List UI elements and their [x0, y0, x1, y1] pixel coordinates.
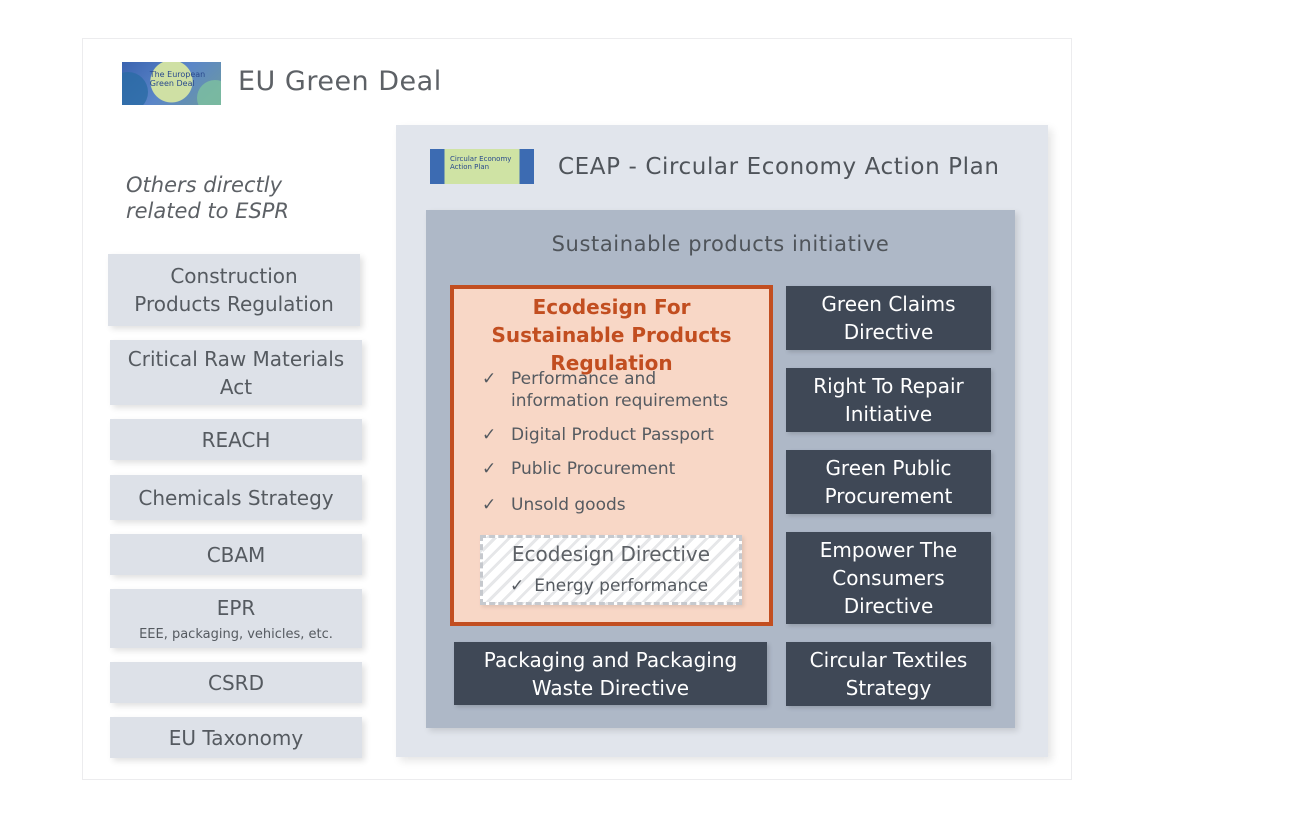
espr-item-label: Digital Product Passport — [511, 425, 714, 445]
others-title: Others directly related to ESPR — [126, 173, 290, 223]
spi-title: Sustainable products initiative — [551, 232, 890, 256]
check-icon: ✓ — [482, 369, 497, 389]
espr-title: Ecodesign For Sustainable Products Regul… — [491, 295, 732, 375]
check-icon: ✓ — [482, 459, 497, 479]
others-item-sublabel: EEE, packaging, vehicles, etc. — [139, 626, 333, 642]
others-item-label: EU Taxonomy — [168, 725, 304, 750]
espr-item-label: Unsold goods — [511, 495, 626, 515]
directive-circular-textiles: Circular Textiles Strategy — [786, 642, 991, 706]
espr-item-label: Performance and information requirements — [511, 369, 729, 411]
directive-label: Circular Textiles Strategy — [809, 648, 968, 700]
ecodesign-directive-item-label: Energy performance — [534, 576, 709, 596]
directive-empower-consumers: Empower The Consumers Directive — [786, 532, 991, 624]
directive-label: Packaging and Packaging Waste Directive — [483, 647, 738, 700]
green-deal-title: EU Green Deal — [238, 66, 442, 97]
others-item-label: Critical Raw Materials Act — [127, 346, 345, 399]
directive-label: Empower The Consumers Directive — [819, 538, 958, 618]
directive-green-public-procurement: Green Public Procurement — [786, 450, 991, 514]
ceap-title: CEAP - Circular Economy Action Plan — [558, 154, 1000, 180]
others-item-label: REACH — [201, 427, 271, 452]
others-item-chemicals-strategy: Chemicals Strategy — [110, 475, 362, 520]
espr-item-label: Public Procurement — [511, 459, 676, 479]
check-icon: ✓ — [482, 495, 497, 515]
others-item-label: Chemicals Strategy — [138, 485, 334, 510]
directive-label: Right To Repair Initiative — [813, 374, 964, 426]
directive-packaging-waste: Packaging and Packaging Waste Directive — [454, 642, 767, 705]
directive-label: Green Claims Directive — [821, 292, 956, 344]
green-deal-logo: The European Green Deal — [122, 62, 221, 105]
green-deal-logo-text: The European Green Deal — [149, 69, 206, 88]
others-item-label: CSRD — [208, 670, 264, 695]
others-item-label: Construction Products Regulation — [134, 264, 334, 316]
others-item-cbam: CBAM — [110, 534, 362, 575]
others-item-epr: EPR EEE, packaging, vehicles, etc. — [110, 589, 362, 648]
ceap-logo-text: Circular Economy Action Plan — [450, 155, 512, 171]
directive-right-to-repair: Right To Repair Initiative — [786, 368, 991, 432]
others-item-label: EPR — [216, 595, 256, 620]
check-icon: ✓ — [510, 576, 525, 596]
others-item-eu-taxonomy: EU Taxonomy — [110, 717, 362, 758]
others-item-reach: REACH — [110, 419, 362, 460]
others-item-label: CBAM — [206, 542, 266, 567]
others-item-csrd: CSRD — [110, 662, 362, 703]
directive-green-claims: Green Claims Directive — [786, 286, 991, 350]
ecodesign-directive-item: ✓ Energy performance — [510, 576, 708, 596]
ecodesign-directive-title: Ecodesign Directive — [511, 542, 711, 566]
directive-label: Green Public Procurement — [824, 456, 953, 508]
others-item-construction: Construction Products Regulation — [108, 254, 360, 326]
ecodesign-directive-box — [480, 535, 742, 605]
ceap-logo: Circular Economy Action Plan — [430, 149, 534, 184]
others-item-critical-raw-materials: Critical Raw Materials Act — [110, 340, 362, 405]
check-icon: ✓ — [482, 425, 497, 445]
